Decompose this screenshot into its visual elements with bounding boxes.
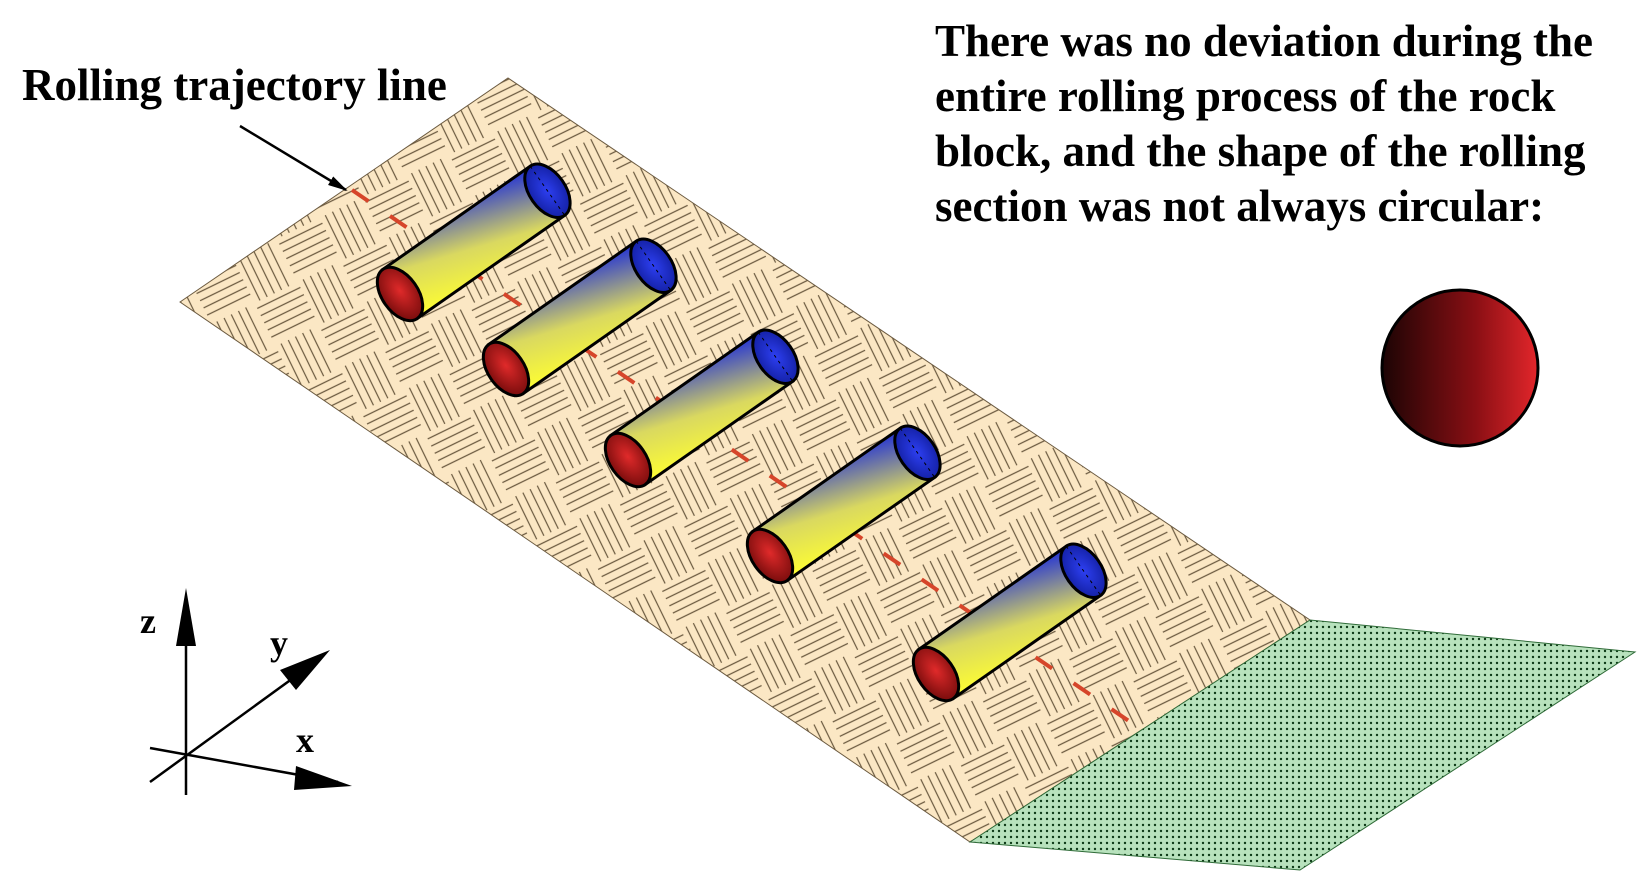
axis-label-z: z — [140, 601, 156, 641]
rock-block-3 — [603, 328, 800, 489]
axis-label-x: x — [296, 720, 314, 760]
rock-block-4 — [745, 424, 942, 585]
description-line: There was no deviation during the — [935, 16, 1593, 66]
rock-block-5 — [911, 542, 1108, 703]
rock-block-1 — [375, 162, 572, 323]
ground-plane — [968, 619, 1637, 871]
description-line: section was not always circular: — [935, 181, 1545, 231]
trajectory-label-arrow — [239, 124, 348, 192]
rock-block-2 — [481, 237, 678, 398]
trajectory-label: Rolling trajectory line — [22, 60, 447, 110]
description-line: entire rolling process of the rock — [935, 71, 1556, 121]
coordinate-axes — [149, 588, 352, 795]
rolling-section-sphere — [1380, 288, 1540, 448]
axis-label-y: y — [270, 623, 288, 663]
description-text: There was no deviation during the entire… — [935, 14, 1635, 234]
description-line: block, and the shape of the rolling — [935, 126, 1586, 176]
